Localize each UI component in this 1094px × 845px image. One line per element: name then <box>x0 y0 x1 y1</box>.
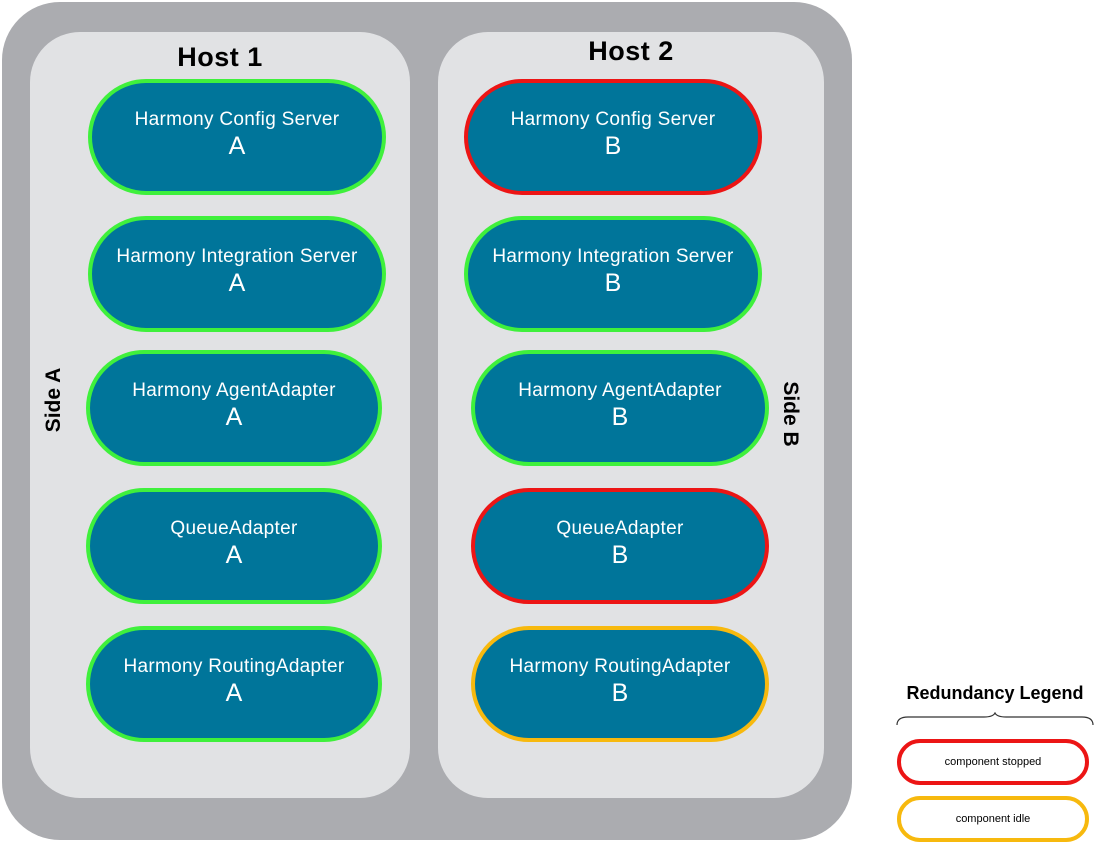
component-side: A <box>228 132 246 160</box>
host-1-queue-adapter[interactable]: QueueAdapter A <box>86 488 382 604</box>
host-2-integration-server[interactable]: Harmony Integration Server B <box>464 216 762 332</box>
legend-item-label: component idle <box>955 813 1031 825</box>
component-side: A <box>225 679 243 707</box>
component-side: A <box>228 269 246 297</box>
host-1-routing-adapter[interactable]: Harmony RoutingAdapter A <box>86 626 382 742</box>
host-2-agent-adapter[interactable]: Harmony AgentAdapter B <box>471 350 769 466</box>
component-name: Harmony RoutingAdapter <box>123 656 345 677</box>
side-b-label: Side B <box>779 381 802 447</box>
component-name: Harmony AgentAdapter <box>518 380 722 401</box>
component-side: A <box>225 541 243 569</box>
legend-title: Redundancy Legend <box>906 683 1084 703</box>
host-2-config-server[interactable]: Harmony Config Server B <box>464 79 762 195</box>
component-side: B <box>604 132 622 160</box>
legend-item-stopped: component stopped <box>897 739 1089 785</box>
host-2-queue-adapter[interactable]: QueueAdapter B <box>471 488 769 604</box>
host-1-agent-adapter[interactable]: Harmony AgentAdapter A <box>86 350 382 466</box>
host-1-integration-server[interactable]: Harmony Integration Server A <box>88 216 386 332</box>
legend-item-label: component stopped <box>944 756 1042 768</box>
component-side: B <box>611 403 629 431</box>
component-side: B <box>611 679 629 707</box>
component-name: Harmony Config Server <box>134 109 340 130</box>
component-side: B <box>611 541 629 569</box>
host-1-config-server[interactable]: Harmony Config Server A <box>88 79 386 195</box>
component-name: Harmony Config Server <box>510 109 716 130</box>
component-name: QueueAdapter <box>170 518 298 539</box>
legend-brace-icon <box>896 712 1094 726</box>
component-side: B <box>604 269 622 297</box>
host-2-routing-adapter[interactable]: Harmony RoutingAdapter B <box>471 626 769 742</box>
legend-item-idle: component idle <box>897 796 1089 842</box>
host-2-title: Host 2 <box>588 36 674 66</box>
component-name: Harmony RoutingAdapter <box>509 656 731 677</box>
component-side: A <box>225 403 243 431</box>
component-name: Harmony Integration Server <box>116 246 358 267</box>
component-name: Harmony AgentAdapter <box>132 380 336 401</box>
host-1-title: Host 1 <box>177 42 263 72</box>
side-a-label: Side A <box>42 367 65 433</box>
redundancy-diagram-frame: Host 1 Host 2 Side A Side B Harmony Conf… <box>2 2 852 840</box>
component-name: QueueAdapter <box>556 518 684 539</box>
component-name: Harmony Integration Server <box>492 246 734 267</box>
